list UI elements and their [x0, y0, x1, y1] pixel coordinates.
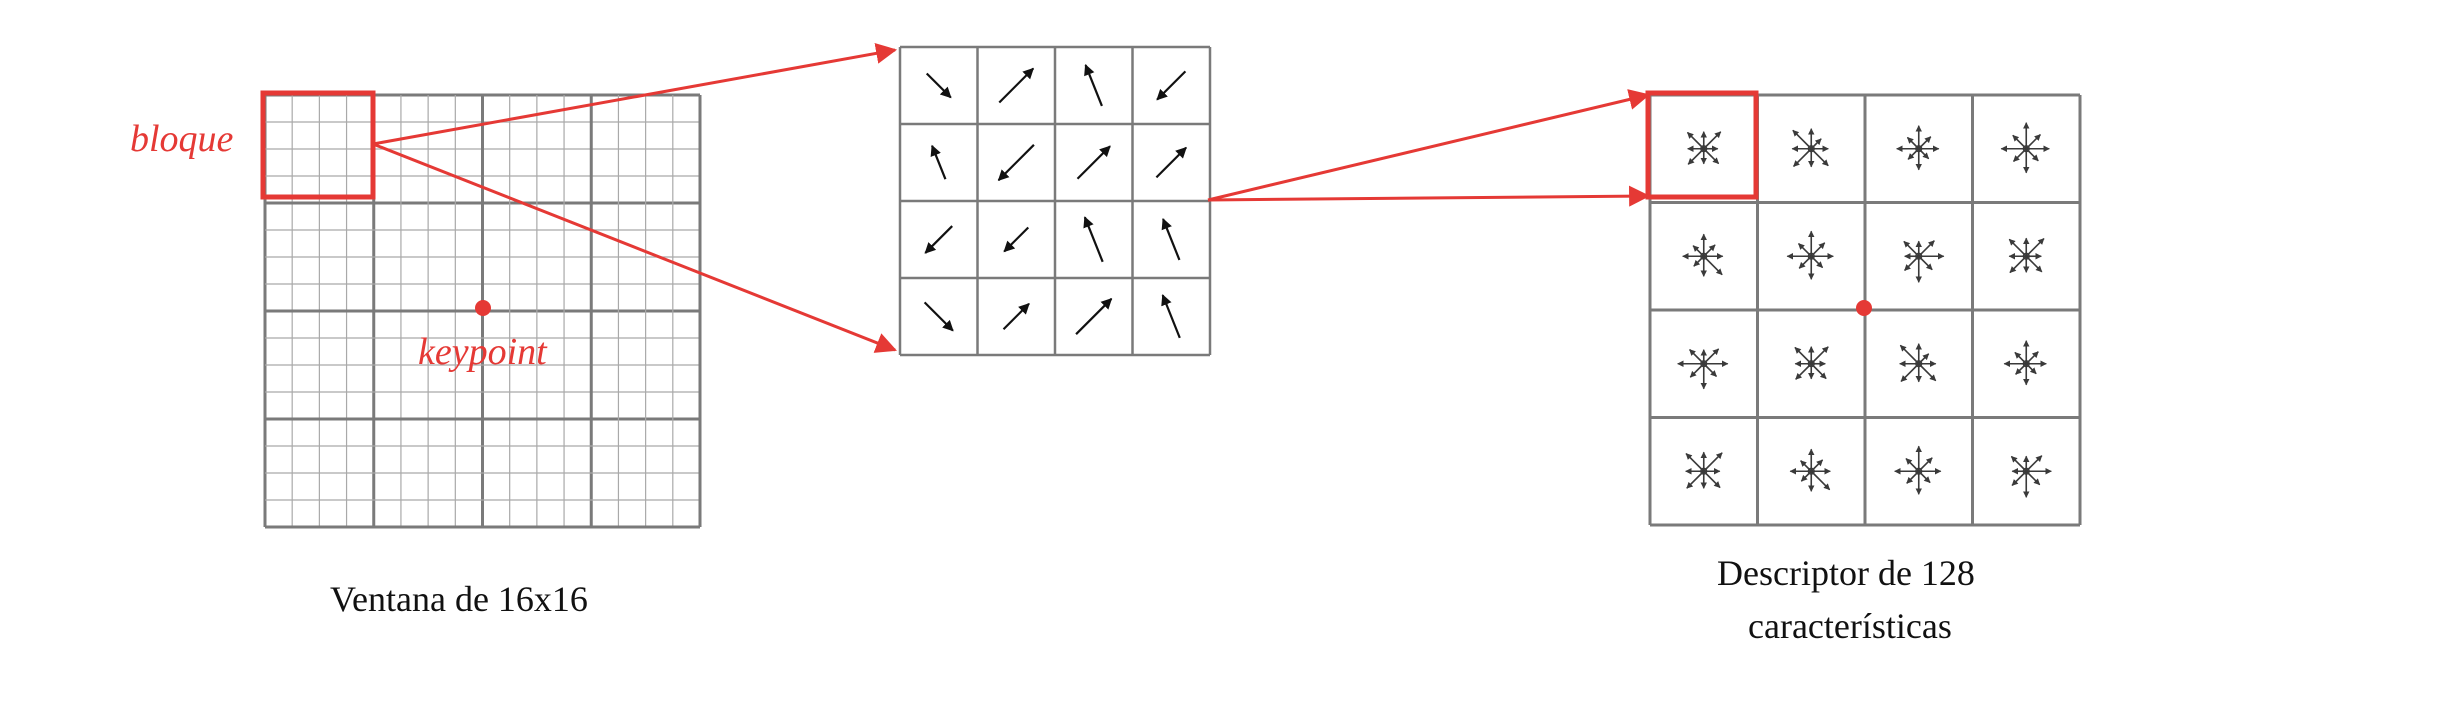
gradient-arrow-icon — [1084, 64, 1103, 107]
orientation-histogram-icon — [2010, 455, 2052, 498]
gradient-arrow-icon — [1076, 145, 1111, 180]
block-gradient-grid — [898, 45, 1212, 357]
descriptor-block-highlight — [1645, 90, 1759, 200]
gradient-arrow-icon — [1003, 226, 1030, 253]
gradient-arrow-icon — [1075, 298, 1113, 335]
descriptor-caption-line2: características — [1748, 606, 1952, 646]
connector-arrow-top-right — [1207, 89, 1651, 202]
orientation-histogram-icon — [1899, 343, 1937, 383]
connector-arrow-top-left — [372, 43, 898, 146]
orientation-histogram-icon — [1786, 230, 1834, 280]
keypoint-label: keypoint — [418, 331, 547, 373]
descriptor-caption-line1: Descriptor de 128 — [1717, 553, 1975, 593]
orientation-histogram-icon — [1682, 233, 1724, 277]
keypoint-dot — [475, 300, 491, 316]
block-label: bloque — [130, 118, 234, 160]
orientation-histogram-icon — [1794, 346, 1829, 380]
orientation-histogram-icon — [1685, 451, 1723, 489]
gradient-arrow-icon — [924, 225, 953, 254]
orientation-histogram-icon — [1789, 448, 1831, 492]
window-caption: Ventana de 16x16 — [330, 579, 588, 619]
gradient-arrow-icon — [1156, 70, 1187, 101]
orientation-histogram-icon — [2003, 340, 2047, 386]
orientation-histogram-icon — [2000, 122, 2050, 174]
orientation-histogram-icon — [1791, 128, 1829, 168]
connector-arrow-bottom-right — [1207, 185, 1651, 207]
gradient-arrow-icon — [930, 144, 947, 180]
orientation-histogram-icon — [2008, 237, 2045, 274]
gradient-arrow-icon — [998, 67, 1034, 104]
orientation-histogram-icon — [1903, 240, 1945, 283]
descriptor-center-dot — [1856, 300, 1872, 316]
gradient-arrow-icon — [925, 72, 952, 99]
orientation-histogram-icon — [1896, 125, 1940, 171]
orientation-histogram-icon — [1894, 445, 1942, 495]
gradient-arrow-icon — [1083, 216, 1104, 263]
gradient-arrow-icon — [1155, 146, 1187, 179]
orientation-histogram-icon — [1677, 348, 1729, 390]
gradient-arrow-icon — [923, 301, 954, 332]
gradient-arrow-icon — [1161, 294, 1181, 339]
orientation-histogram-icon — [1686, 131, 1722, 165]
gradient-arrow-icon — [1161, 218, 1181, 261]
block-highlight — [260, 90, 376, 200]
connector-arrow-bottom-left — [372, 142, 897, 353]
gradient-arrow-icon — [1002, 302, 1030, 331]
gradient-arrow-icon — [997, 144, 1035, 181]
